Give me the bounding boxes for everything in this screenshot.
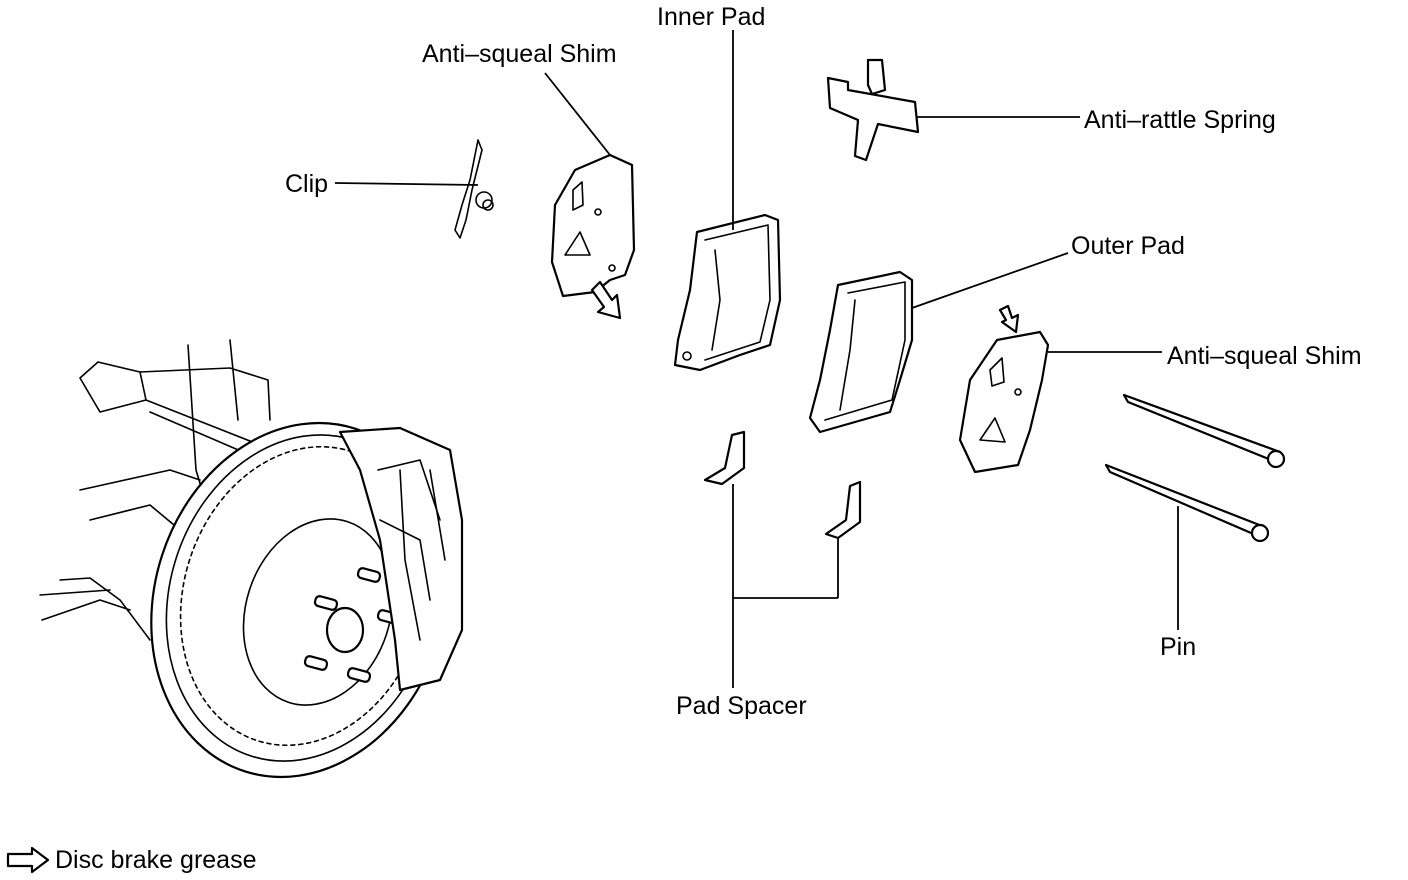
label-outer-pad: Outer Pad (1071, 232, 1185, 260)
anti-squeal-shim-right-part (958, 304, 1050, 474)
leader-lines (334, 30, 1179, 688)
clip-part (454, 139, 494, 239)
label-pin: Pin (1160, 633, 1196, 661)
brake-assembly-drawing (39, 339, 464, 779)
label-anti-squeal-shim-left: Anti–squeal Shim (422, 40, 617, 68)
pin-parts (1104, 393, 1286, 543)
anti-rattle-spring-part (826, 58, 920, 162)
label-anti-squeal-shim-right: Anti–squeal Shim (1167, 342, 1362, 370)
label-inner-pad: Inner Pad (657, 3, 765, 31)
pad-spacer-parts (703, 430, 862, 540)
label-clip: Clip (285, 170, 328, 198)
outer-pad-part (808, 270, 914, 434)
legend: Disc brake grease (6, 846, 256, 874)
outline-arrow-icon (6, 846, 50, 874)
anti-squeal-shim-left-part (550, 153, 636, 320)
label-anti-rattle-spring: Anti–rattle Spring (1084, 106, 1276, 134)
label-pad-spacer: Pad Spacer (676, 692, 807, 720)
legend-text: Disc brake grease (55, 846, 256, 874)
inner-pad-part (673, 213, 782, 372)
